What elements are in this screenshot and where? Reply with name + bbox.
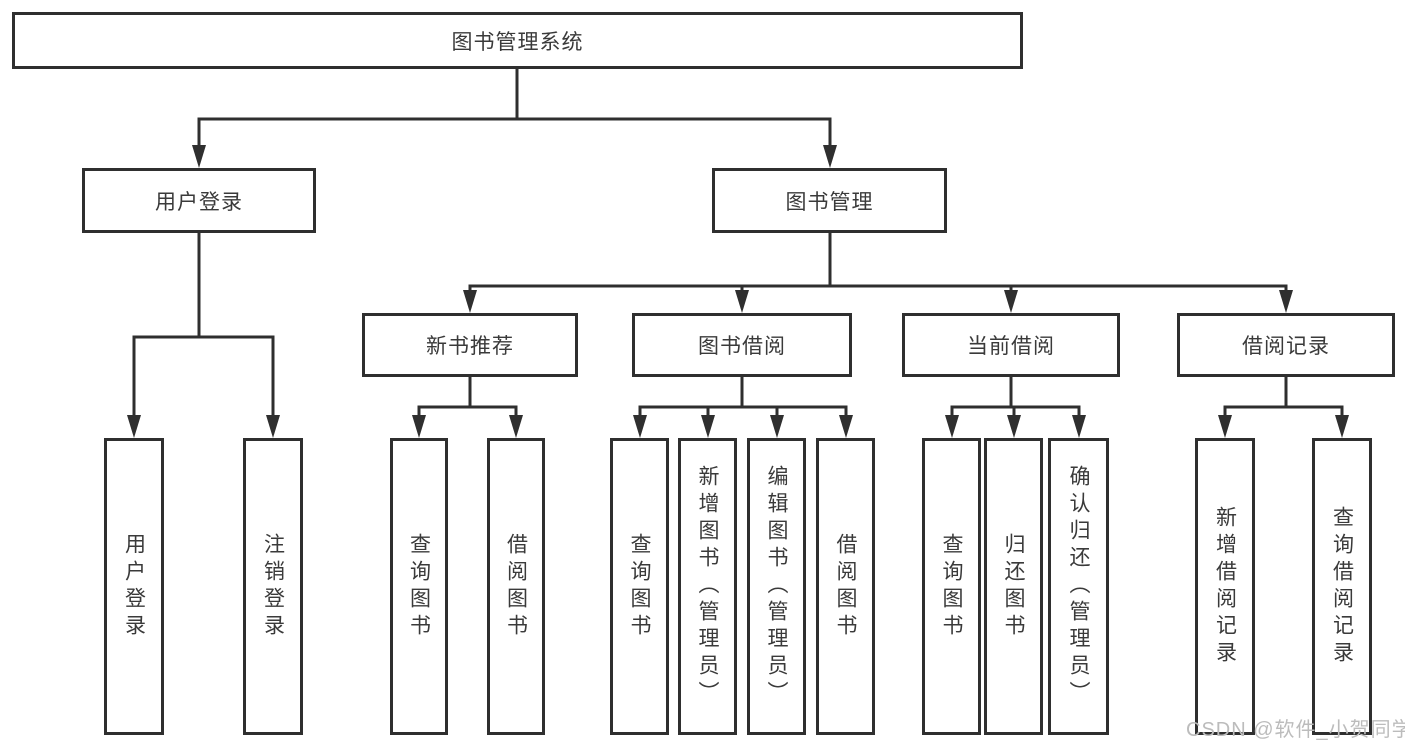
- leaf-borrow-books-2: 借阅图书: [816, 438, 875, 735]
- leaf-return-book: 归还图书: [984, 438, 1043, 735]
- node-borrow-records: 借阅记录: [1177, 313, 1395, 377]
- leaf-user-login-label: 用户登录: [122, 532, 146, 641]
- arrowhead-icon: [412, 415, 426, 438]
- arrowhead-icon: [945, 415, 959, 438]
- node-new-book-recommend: 新书推荐: [362, 313, 578, 377]
- arrowhead-icon: [701, 415, 715, 438]
- leaf-confirm-return-admin-label: 确认归还（管理员）: [1067, 465, 1090, 708]
- leaf-edit-book-admin: 编辑图书（管理员）: [747, 438, 806, 735]
- arrowhead-icon: [1004, 290, 1018, 313]
- node-root-label: 图书管理系统: [451, 30, 584, 54]
- leaf-confirm-return-admin: 确认归还（管理员）: [1048, 438, 1109, 735]
- arrowhead-icon: [509, 415, 523, 438]
- arrowhead-icon: [266, 415, 280, 438]
- leaf-add-borrow-record: 新增借阅记录: [1195, 438, 1255, 735]
- node-book-borrow: 图书借阅: [632, 313, 852, 377]
- arrowhead-icon: [823, 145, 837, 168]
- leaf-add-borrow-record-label: 新增借阅记录: [1213, 505, 1237, 668]
- arrowhead-icon: [127, 415, 141, 438]
- leaf-query-books-1: 查询图书: [390, 438, 448, 735]
- leaf-query-borrow-record: 查询借阅记录: [1312, 438, 1372, 735]
- node-user-login: 用户登录: [82, 168, 316, 233]
- leaf-add-book-admin: 新增图书（管理员）: [678, 438, 737, 735]
- arrowhead-icon: [1007, 415, 1021, 438]
- arrowhead-icon: [192, 145, 206, 168]
- node-current-borrow: 当前借阅: [902, 313, 1120, 377]
- node-user-login-label: 用户登录: [155, 190, 243, 214]
- csdn-watermark: CSDN @软件_小贺同学: [1186, 719, 1405, 741]
- arrowhead-icon: [633, 415, 647, 438]
- arrowhead-icon: [1335, 415, 1349, 438]
- arrowhead-icon: [770, 415, 784, 438]
- node-root: 图书管理系统: [12, 12, 1023, 69]
- node-new-book-recommend-label: 新书推荐: [426, 335, 514, 358]
- leaf-borrow-books-1: 借阅图书: [487, 438, 545, 735]
- leaf-borrow-books-1-label: 借阅图书: [504, 532, 528, 641]
- leaf-logout-label: 注销登录: [261, 532, 285, 641]
- leaf-edit-book-admin-label: 编辑图书（管理员）: [765, 465, 788, 708]
- leaf-query-books-3: 查询图书: [922, 438, 981, 735]
- leaf-query-books-1-label: 查询图书: [407, 532, 431, 641]
- arrowhead-icon: [839, 415, 853, 438]
- node-borrow-records-label: 借阅记录: [1242, 335, 1330, 358]
- node-book-management-label: 图书管理: [785, 190, 874, 214]
- leaf-query-books-3-label: 查询图书: [940, 532, 963, 641]
- leaf-borrow-books-2-label: 借阅图书: [834, 532, 857, 641]
- arrowhead-icon: [463, 290, 477, 313]
- leaf-add-book-admin-label: 新增图书（管理员）: [696, 465, 719, 708]
- leaf-query-books-2-label: 查询图书: [628, 532, 651, 641]
- arrowhead-icon: [735, 290, 749, 313]
- node-book-borrow-label: 图书借阅: [698, 335, 786, 358]
- leaf-return-book-label: 归还图书: [1002, 532, 1025, 641]
- leaf-user-login: 用户登录: [104, 438, 164, 735]
- leaf-query-books-2: 查询图书: [610, 438, 669, 735]
- node-book-management: 图书管理: [712, 168, 947, 233]
- arrowhead-icon: [1218, 415, 1232, 438]
- arrowhead-icon: [1279, 290, 1293, 313]
- leaf-query-borrow-record-label: 查询借阅记录: [1330, 505, 1354, 668]
- leaf-logout: 注销登录: [243, 438, 303, 735]
- arrowhead-icon: [1072, 415, 1086, 438]
- node-current-borrow-label: 当前借阅: [967, 335, 1055, 358]
